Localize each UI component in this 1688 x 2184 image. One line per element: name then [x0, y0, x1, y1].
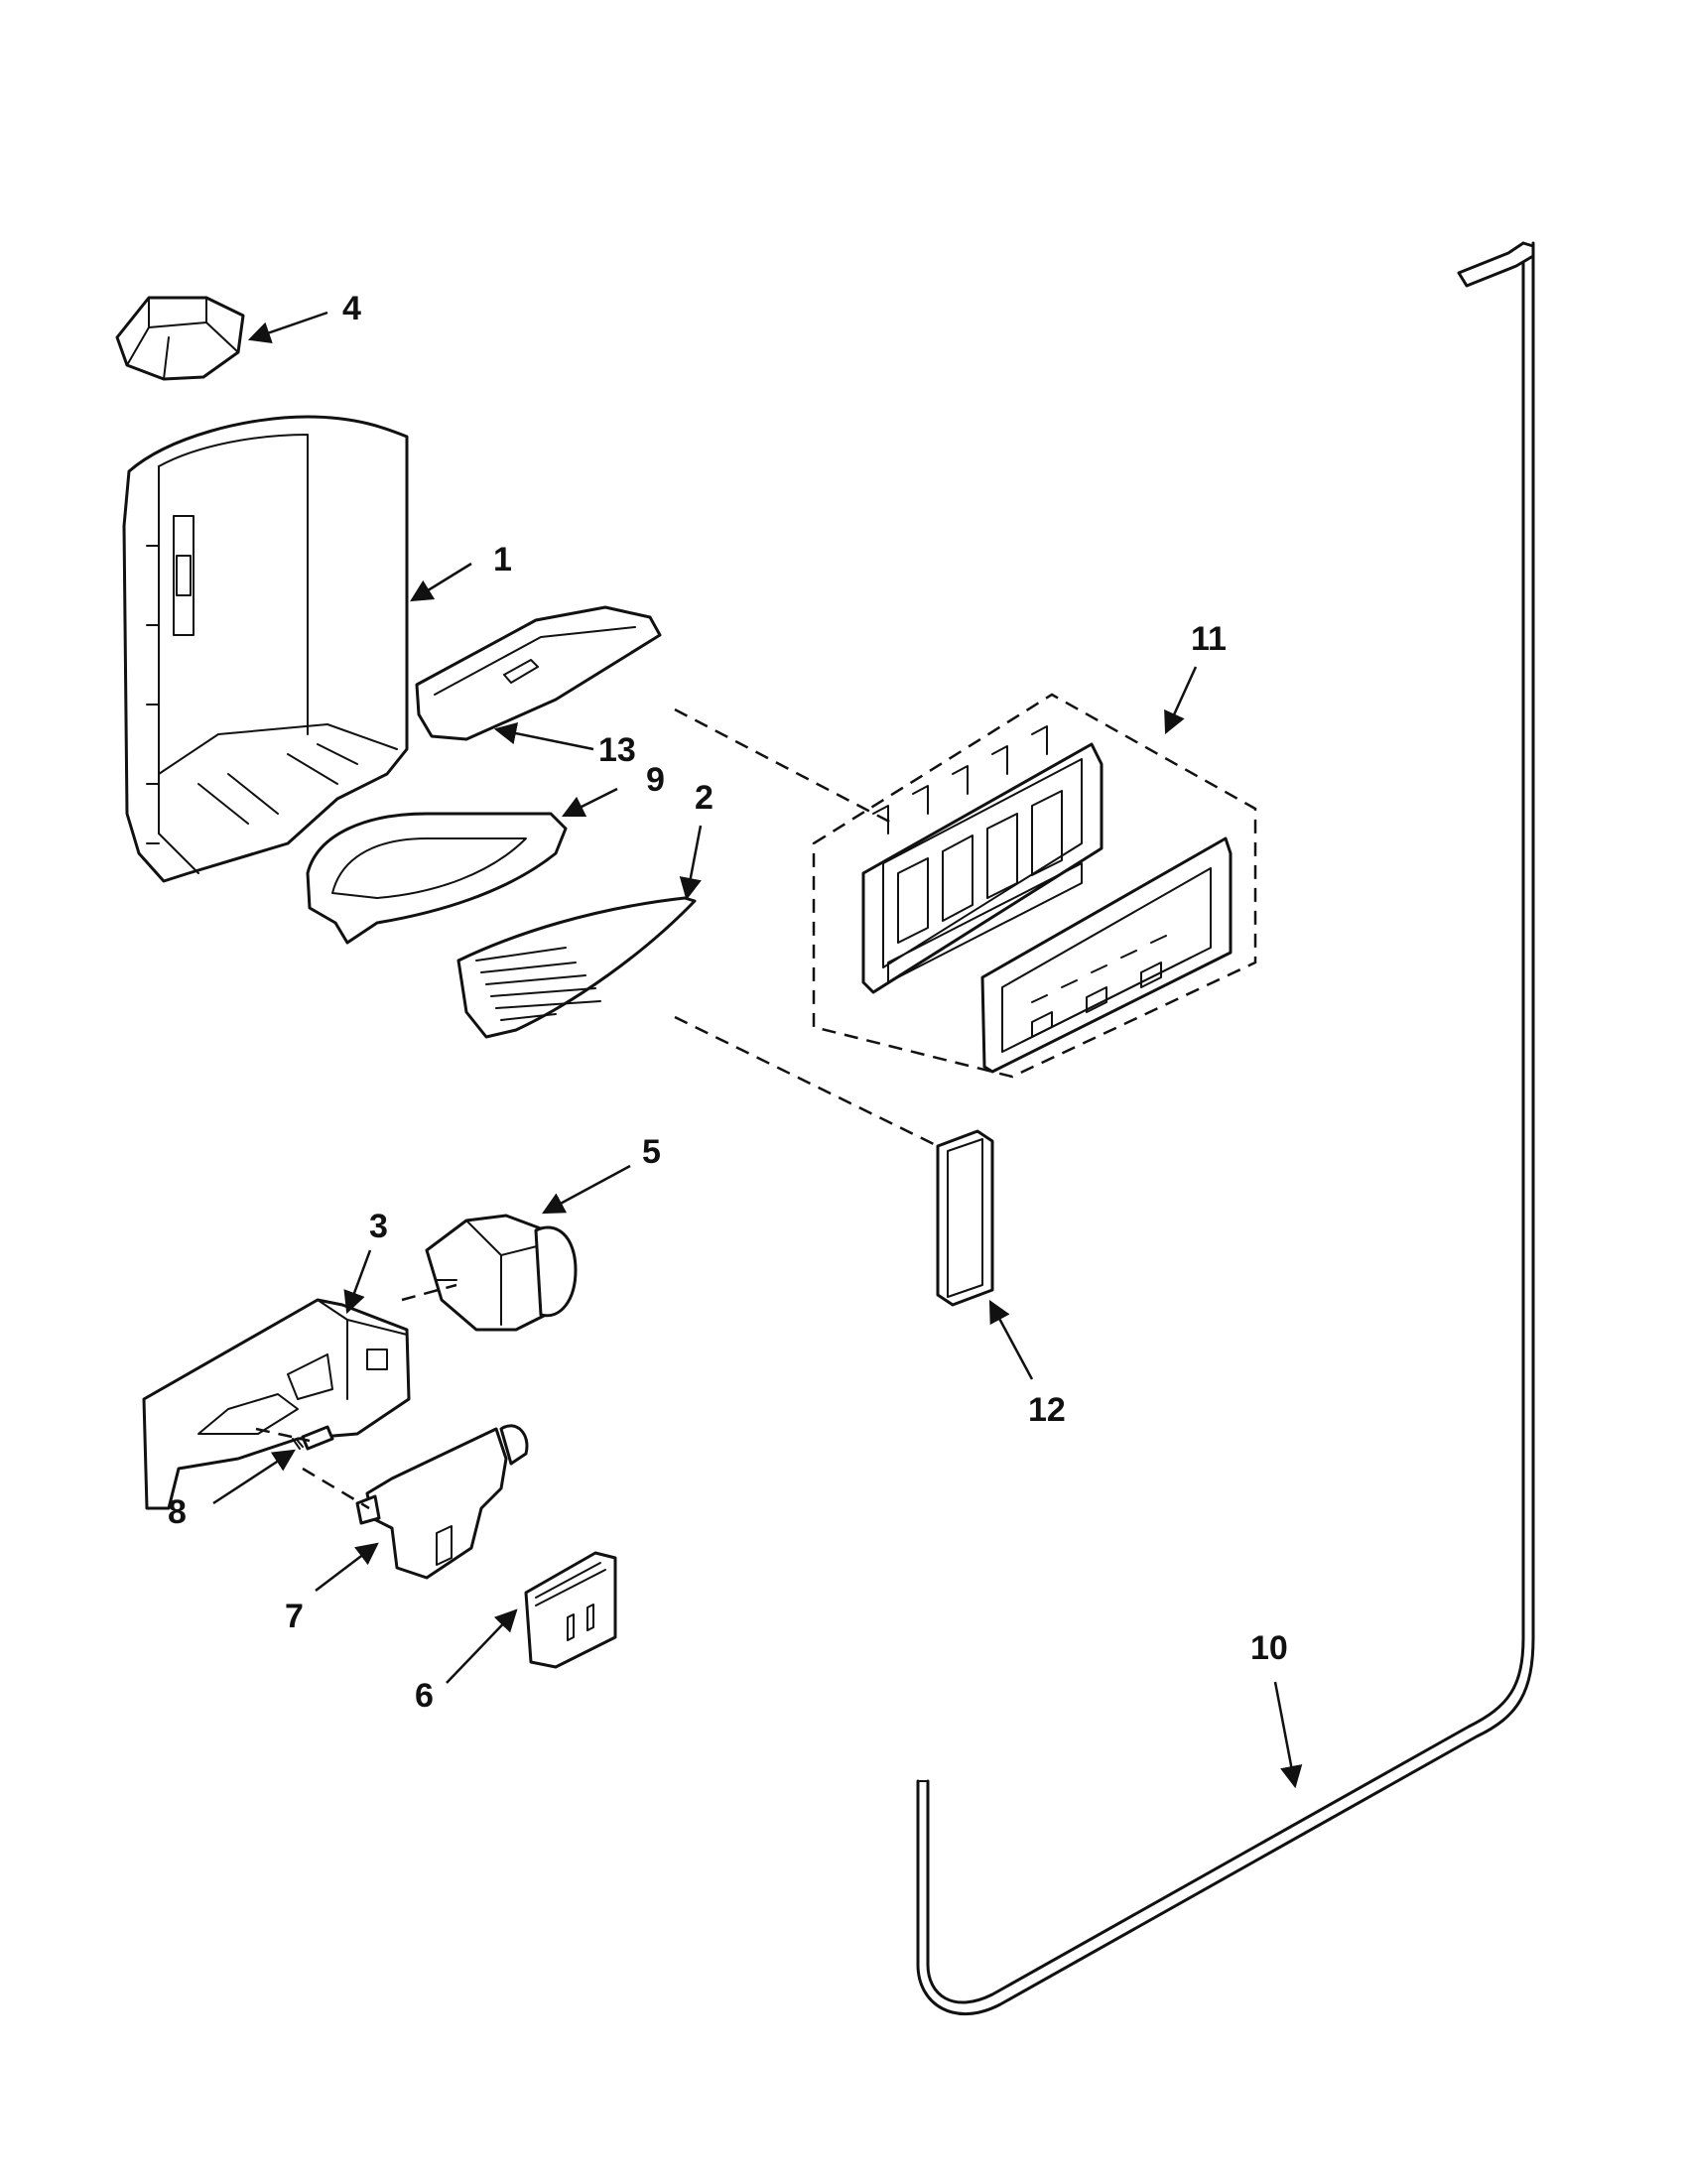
part-12-lens: [936, 1129, 994, 1307]
callout-9: 9: [646, 761, 665, 799]
alignment-lines: [255, 707, 939, 1510]
callout-12: 12: [1028, 1391, 1066, 1429]
callout-10: 10: [1250, 1629, 1288, 1667]
part-13-shelf: [415, 605, 662, 741]
callout-3: 3: [369, 1208, 388, 1245]
leader-lines: [212, 311, 1303, 1789]
part-1-dispenser-housing: [122, 415, 409, 883]
part-6-actuator-pad: [524, 1551, 617, 1669]
part-10-water-tube: [916, 241, 1535, 2015]
callout-labels: 4 1 13 9 2 11 5 3 12 8 7 6 10: [168, 290, 1288, 1715]
part-5-motor: [425, 1214, 578, 1332]
part-9-drip-tray-frame: [306, 812, 568, 945]
callout-1: 1: [493, 541, 512, 578]
part-8-screw: [292, 1425, 334, 1451]
part-4-chute-cap: [115, 296, 245, 381]
part-3-bracket: [142, 1298, 411, 1510]
callout-2: 2: [695, 779, 714, 817]
callout-11: 11: [1191, 620, 1227, 658]
callout-5: 5: [642, 1133, 661, 1171]
callout-4: 4: [342, 290, 361, 327]
callout-6: 6: [415, 1677, 434, 1715]
callout-13: 13: [598, 731, 636, 769]
callout-8: 8: [168, 1493, 187, 1531]
callout-7: 7: [285, 1598, 304, 1635]
part-7-switch: [355, 1424, 529, 1580]
part-11-control-panel-assembly: [812, 693, 1257, 1079]
part-2-grille: [456, 896, 697, 1039]
